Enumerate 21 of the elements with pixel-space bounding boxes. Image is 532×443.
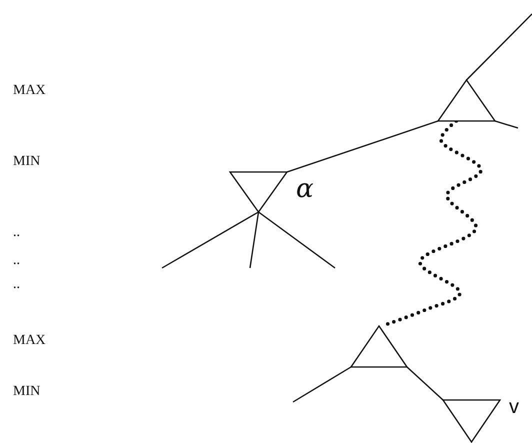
tree-branch-line — [466, 14, 532, 80]
max-node-triangle — [351, 326, 407, 367]
level-label: .. — [13, 254, 20, 268]
tree-branch-line — [292, 366, 352, 403]
min-node-triangle — [443, 400, 500, 442]
level-label: MAX — [13, 84, 46, 98]
tree-branch-line — [249, 212, 260, 268]
tree-branch-line — [494, 120, 518, 129]
min-node-triangle — [230, 172, 287, 212]
node-annotation: α — [296, 174, 314, 204]
tree-branch-line — [258, 211, 336, 269]
max-node-triangle — [438, 80, 495, 121]
tree-branch-line — [286, 120, 438, 173]
level-label: MIN — [13, 385, 40, 399]
level-label: MIN — [13, 155, 40, 169]
tree-branch-line — [406, 366, 444, 400]
tree-branch-line — [162, 211, 259, 269]
level-label: .. — [13, 226, 20, 240]
node-annotation: v — [509, 396, 519, 419]
level-label: MAX — [13, 334, 46, 348]
level-label: .. — [13, 278, 20, 292]
